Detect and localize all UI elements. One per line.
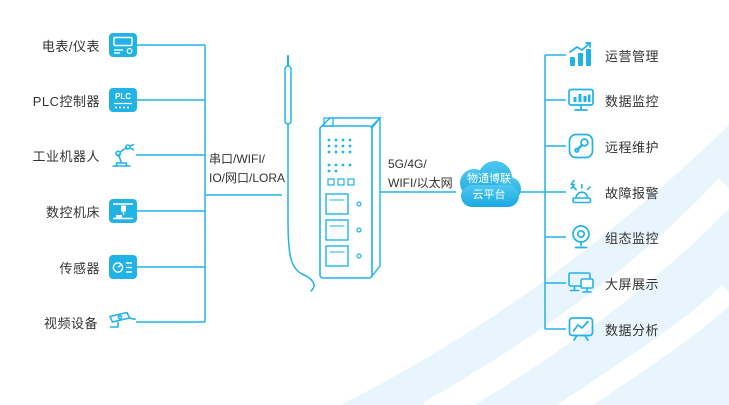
- meter-icon: [108, 32, 138, 58]
- function-node-data-analysis: 数据分析: [566, 313, 659, 345]
- left-link-line2: IO/网口/LORA: [209, 171, 286, 186]
- dual-screen-icon: [566, 268, 596, 298]
- sensor-icon: [108, 254, 138, 280]
- plc-icon: PLC: [108, 87, 138, 113]
- right-link-label: 5G/4G/ WIFI/以太网: [388, 155, 453, 193]
- alarm-beacon-icon: [566, 177, 596, 207]
- device-label: 工业机器人: [32, 148, 100, 164]
- device-node-cnc: 数控机床: [18, 195, 138, 227]
- left-link-label: 串口/WIFI/ IO/网口/LORA: [209, 150, 285, 188]
- function-label: 运营管理: [605, 48, 660, 64]
- right-link-line2: WIFI/以太网: [388, 176, 453, 191]
- cloud-label: 物通博联 云平台: [450, 172, 528, 204]
- line-chart-board-icon: [566, 314, 596, 344]
- plc-icon-text: PLC: [115, 92, 131, 101]
- function-label: 数据分析: [605, 322, 660, 338]
- cctv-camera-icon: [106, 309, 138, 335]
- device-label: 电表/仪表: [41, 38, 100, 54]
- device-node-robot: 工业机器人: [18, 139, 138, 171]
- cloud-platform-node: 物通博联 云平台: [450, 155, 528, 219]
- device-label: 视频设备: [43, 315, 98, 331]
- device-node-plc: PLC控制器 PLC: [18, 84, 138, 116]
- cnc-machine-icon: [108, 198, 138, 224]
- cloud-label-line2: 云平台: [472, 188, 506, 201]
- right-link-line1: 5G/4G/: [388, 157, 427, 171]
- device-label: 数控机床: [45, 204, 100, 220]
- function-node-scada-monitoring: 组态监控: [566, 221, 659, 253]
- gateway-device-illustration: [284, 55, 382, 292]
- device-node-camera: 视频设备: [18, 306, 138, 338]
- device-node-meter: 电表/仪表: [18, 29, 138, 61]
- wrench-icon: [566, 131, 596, 161]
- function-label: 组态监控: [605, 230, 660, 246]
- function-node-data-monitoring: 数据监控: [566, 84, 659, 116]
- monitor-bars-icon: [566, 85, 596, 115]
- webcam-icon: [566, 222, 596, 252]
- function-node-remote-maintenance: 远程维护: [566, 130, 659, 162]
- function-label: 故障报警: [605, 185, 660, 201]
- function-label: 远程维护: [605, 139, 660, 155]
- device-label: PLC控制器: [32, 93, 100, 109]
- cloud-icon: [460, 161, 521, 207]
- function-node-fault-alarm: 故障报警: [566, 176, 659, 208]
- left-link-line1: 串口/WIFI/: [209, 152, 265, 166]
- robot-arm-icon: [108, 141, 138, 169]
- function-label: 大屏展示: [605, 276, 660, 292]
- function-node-operations: 运营管理: [566, 39, 659, 71]
- cloud-label-line1: 物通博联: [467, 173, 511, 185]
- growth-chart-icon: [566, 40, 596, 70]
- function-label: 数据监控: [605, 93, 660, 109]
- device-label: 传感器: [59, 260, 100, 276]
- device-node-sensor: 传感器: [18, 251, 138, 283]
- function-node-big-screen: 大屏展示: [566, 267, 659, 299]
